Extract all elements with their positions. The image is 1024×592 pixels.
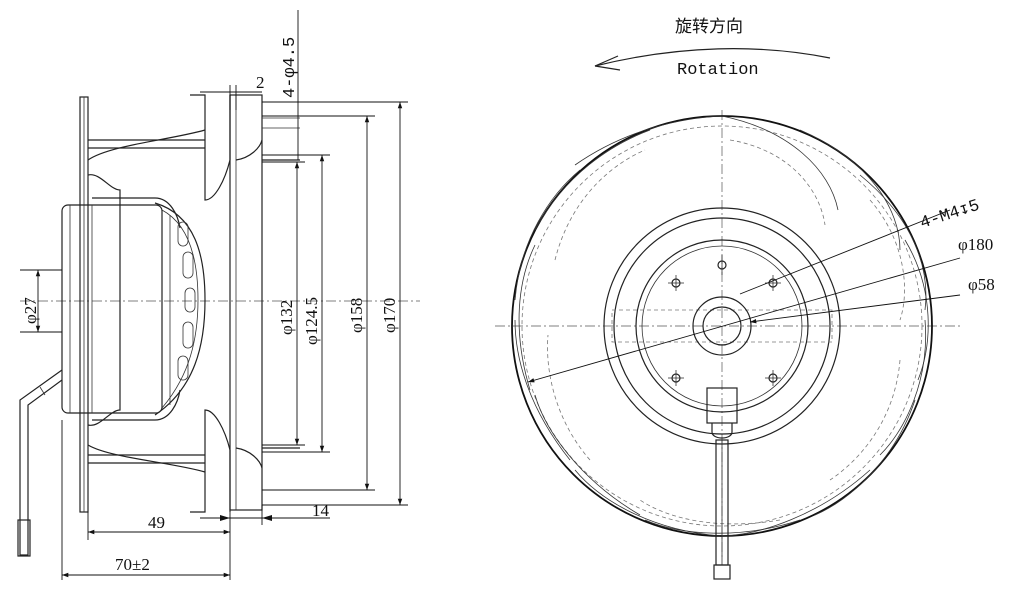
cable: [19, 369, 63, 556]
rotation-title-cn: 旋转方向: [675, 17, 743, 37]
inlet-ring-bottom: [190, 409, 231, 513]
shaft-bore-inner: [702, 306, 742, 346]
impeller-disc: [229, 94, 263, 511]
rotor-slots: [169, 215, 196, 405]
holes-label: 4-φ4.5: [281, 37, 300, 98]
side-view: 4-φ4.5 2 φ27 φ132 φ124.5 φ158 φ170: [17, 10, 420, 580]
rotor-dome: [154, 202, 206, 416]
cable-gland: [706, 387, 738, 424]
thread-label: 4-M4↧5: [918, 197, 982, 234]
rotation-title-en: Rotation: [677, 61, 759, 80]
length-total-label: 70±2: [115, 555, 150, 574]
motor-body: [61, 204, 163, 414]
rotation-arrow: [594, 48, 831, 67]
cable-end: [17, 519, 31, 557]
motor-flange-curve: [87, 174, 121, 426]
diameter-158-label: φ158: [347, 298, 366, 333]
rotation-indicator: 旋转方向 Rotation: [594, 17, 831, 80]
length-14-label: 14: [312, 501, 330, 520]
d180-leader: [527, 257, 961, 383]
front-view: 4-M4↧5 φ180 φ58: [495, 110, 995, 580]
shaft-diameter-label: φ27: [21, 297, 40, 324]
diameter-132-label: φ132: [277, 300, 296, 335]
impeller-blades: [514, 115, 929, 537]
length-49-label: 49: [148, 513, 165, 532]
diameter-170-label: φ170: [380, 298, 399, 333]
thread-leader: [739, 209, 951, 295]
motor-flange: [635, 239, 809, 413]
diameter-58-label: φ58: [968, 275, 995, 294]
flange-thickness-label: 2: [256, 73, 265, 92]
thread-spec: 4-M4: [918, 203, 963, 234]
shaft-bore-outer: [692, 296, 752, 356]
d58-leader: [749, 294, 961, 324]
diameter-180-label: φ180: [958, 235, 993, 254]
diameter-124-5-label: φ124.5: [302, 297, 321, 345]
threaded-holes: [668, 255, 781, 386]
